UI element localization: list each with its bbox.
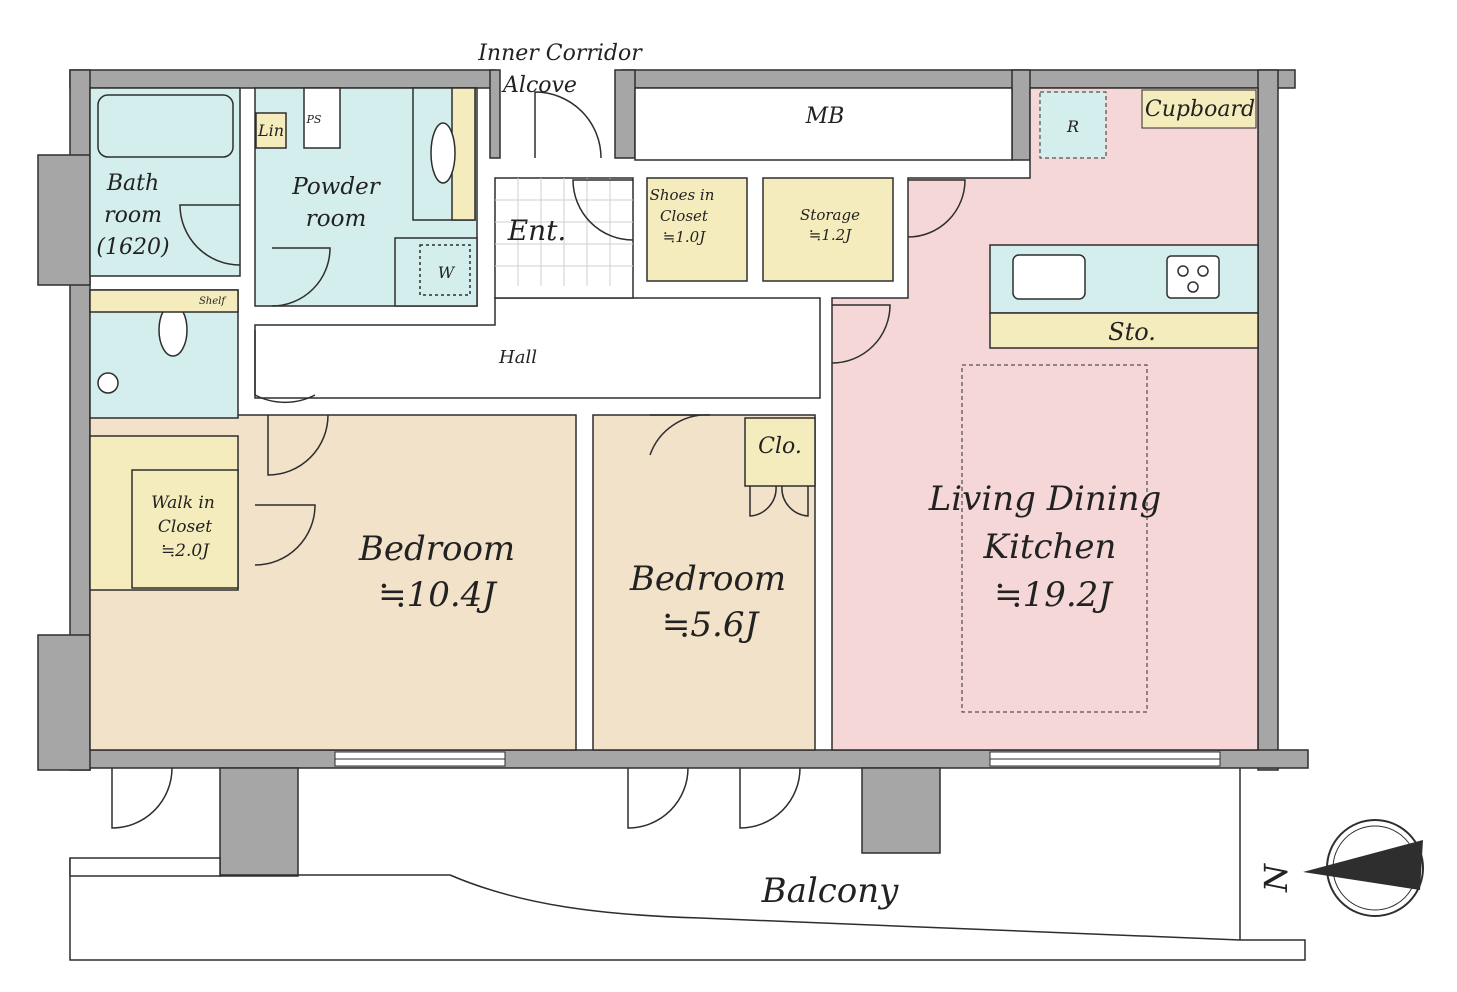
label-bedroom-small-name: Bedroom: [629, 559, 786, 599]
labels: Inner Corridor Alcove MB R Cupboard Lin …: [96, 41, 1295, 911]
toilet-sink: [97, 372, 119, 394]
label-wic-1: Walk in: [151, 493, 215, 513]
door-balcony-1: [111, 767, 173, 829]
door-bath: [179, 204, 241, 266]
label-storage-2: ≒1.2J: [809, 226, 852, 244]
label-mb: MB: [805, 104, 845, 129]
label-powder-2: room: [306, 206, 367, 232]
label-storage-1: Storage: [800, 206, 860, 224]
shoes-closet-area: [646, 177, 748, 282]
door-wic: [254, 504, 316, 566]
label-inner-corridor: Inner Corridor: [477, 41, 643, 66]
door-entrance: [572, 179, 634, 241]
kitchen-storage: [989, 312, 1259, 349]
pillar-south-2: [861, 767, 941, 854]
door-closet-left: [749, 485, 777, 517]
wall-north-left: [69, 69, 496, 89]
cupboard-area: [1141, 89, 1257, 129]
closet-area: [744, 417, 816, 487]
pillar-west-1: [37, 154, 91, 286]
label-pipe-shaft: PS: [306, 113, 322, 126]
mb-room: [634, 87, 1013, 161]
label-washer: W: [438, 263, 456, 282]
label-linen: Lin: [257, 121, 284, 140]
label-shoes-3: ≒1.0J: [663, 228, 706, 246]
label-wic-2: Closet: [158, 517, 212, 537]
door-storage: [907, 179, 966, 238]
fridge-space: [1039, 91, 1107, 159]
label-fridge: R: [1066, 117, 1079, 136]
label-bath-1: Bath: [106, 171, 159, 196]
label-north: N: [1257, 863, 1295, 893]
dining-table-outline: [961, 364, 1148, 713]
door-alcove: [534, 91, 602, 159]
door-closet-right: [781, 485, 809, 517]
balcony-outline: [69, 768, 1306, 961]
label-bath-2: room: [104, 203, 162, 228]
label-bedroom-large-name: Bedroom: [358, 529, 515, 569]
label-shoes-1: Shoes in: [650, 186, 715, 204]
mb-wall-right: [1011, 69, 1031, 161]
windows: [334, 751, 1221, 767]
ldk-area: [831, 87, 1259, 751]
door-balcony-3: [739, 767, 801, 829]
washer-space: [394, 237, 478, 307]
label-closet: Clo.: [758, 434, 802, 459]
linen-box: [255, 112, 287, 149]
pillar-south-1: [219, 767, 299, 877]
fixtures: [89, 87, 1220, 713]
label-ldk-3: ≒19.2J: [994, 575, 1114, 615]
label-balcony: Balcony: [761, 871, 900, 911]
wic-inner-shelf: [131, 469, 239, 589]
wash-basin: [430, 122, 456, 184]
label-wic-3: ≒2.0J: [161, 541, 210, 561]
label-bedroom-large-size: ≒10.4J: [378, 575, 498, 615]
label-shelf: Shelf: [199, 296, 227, 307]
washer-box: [419, 244, 471, 296]
door-toilet: [254, 330, 316, 404]
compass: [1303, 819, 1424, 917]
label-alcove: Alcove: [501, 73, 577, 98]
kitchen-sink: [1012, 254, 1086, 300]
pillar-west-2: [37, 634, 91, 771]
pipe-shaft: [303, 87, 341, 149]
entrance-tiles: [495, 178, 633, 286]
door-powder: [271, 247, 331, 307]
label-ldk-1: Living Dining: [928, 479, 1162, 519]
door-bedroom-large: [267, 414, 329, 476]
label-shoes-2: Closet: [660, 207, 709, 225]
balcony-rail: [69, 857, 221, 877]
hall-area: [254, 297, 821, 399]
shelf-strip: [89, 289, 239, 313]
label-hall: Hall: [498, 347, 537, 368]
doors: [111, 91, 966, 829]
label-cupboard: Cupboard: [1145, 97, 1255, 122]
label-kitchen-storage: Sto.: [1108, 318, 1156, 346]
door-bedroom-small: [649, 414, 711, 456]
wall-east: [1257, 69, 1279, 771]
corridor-wall-left: [489, 69, 501, 159]
wall-north-right: [621, 69, 1296, 89]
label-entrance: Ent.: [507, 214, 567, 247]
compass-needle: [1303, 840, 1423, 890]
label-bath-3: (1620): [96, 235, 169, 260]
corridor-wall-right: [614, 69, 636, 159]
label-ldk-2: Kitchen: [983, 527, 1117, 567]
bathtub: [97, 94, 234, 158]
label-powder-1: Powder: [291, 174, 381, 200]
storage-area: [762, 177, 894, 282]
label-bedroom-small-size: ≒5.6J: [662, 605, 761, 645]
door-ldk: [831, 304, 891, 364]
door-balcony-2: [627, 767, 689, 829]
